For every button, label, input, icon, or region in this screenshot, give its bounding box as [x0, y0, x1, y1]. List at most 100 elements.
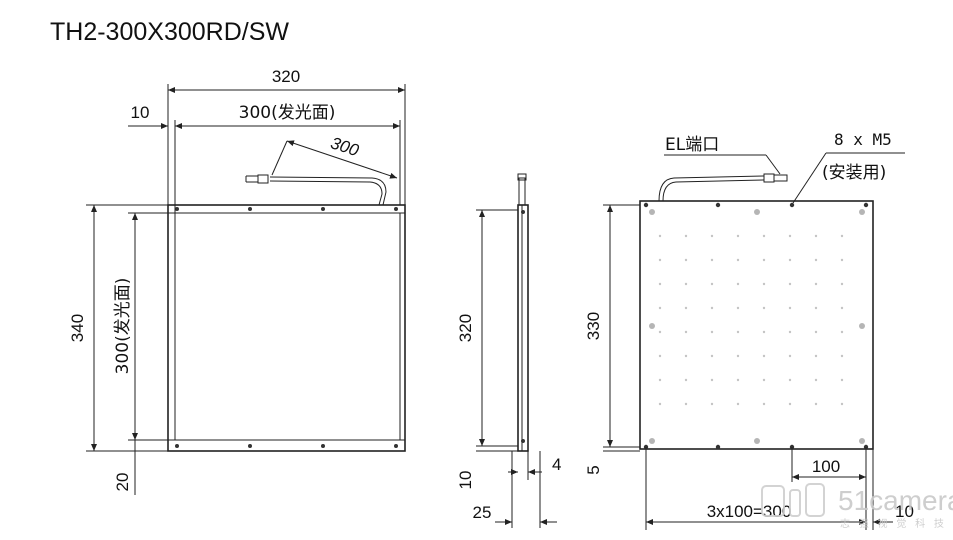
grid-dot — [788, 234, 792, 238]
watermark-brand: 51camera — [838, 485, 953, 516]
front-cable — [245, 174, 387, 206]
grid-dot — [710, 354, 714, 358]
grid-dot — [736, 402, 740, 406]
grid-dot — [788, 330, 792, 334]
side-dim-depth: 25 — [473, 503, 492, 522]
grid-dot — [710, 402, 714, 406]
back-dim-hole-span: 3x100=300 — [707, 502, 792, 521]
grid-dot — [736, 378, 740, 382]
grid-dot — [762, 282, 766, 286]
back-view: EL端口 8 x M5 (安装用) 330 5 100 3x100=300 10 — [584, 130, 914, 530]
dim-emitting-height: 300(发光面) — [113, 278, 133, 375]
dim-bottom-margin: 20 — [113, 473, 132, 492]
grid-dot — [684, 402, 688, 406]
grid-dot — [710, 234, 714, 238]
grid-dot — [840, 330, 844, 334]
back-plate — [639, 200, 874, 450]
grid-dot — [814, 378, 818, 382]
grid-dot — [814, 354, 818, 358]
grid-dot — [658, 354, 662, 358]
back-dim-height: 330 — [584, 312, 603, 340]
back-dim-edge-offset: 10 — [895, 502, 914, 521]
grid-dot — [840, 354, 844, 358]
grid-dot — [788, 258, 792, 262]
dim-emitting-width: 300(发光面) — [239, 103, 336, 123]
back-corner-dots — [649, 209, 865, 444]
grid-dot — [710, 282, 714, 286]
grid-dot — [658, 378, 662, 382]
grid-dot — [684, 306, 688, 310]
grid-dot — [788, 378, 792, 382]
grid-dot — [788, 354, 792, 358]
grid-dot — [684, 234, 688, 238]
grid-dot — [814, 306, 818, 310]
back-grid-dots — [658, 234, 844, 406]
grid-dot — [736, 354, 740, 358]
grid-dot — [814, 258, 818, 262]
front-rail-holes — [175, 207, 398, 448]
grid-dot — [840, 258, 844, 262]
back-port-label: EL端口 — [665, 135, 719, 155]
dim-overall-width: 320 — [272, 67, 300, 86]
grid-dot — [840, 402, 844, 406]
grid-dot — [658, 306, 662, 310]
back-mount-holes-label: 8 x M5 — [834, 130, 892, 149]
grid-dot — [762, 234, 766, 238]
grid-dot — [658, 330, 662, 334]
grid-dot — [762, 306, 766, 310]
grid-dot — [840, 306, 844, 310]
grid-dot — [814, 330, 818, 334]
grid-dot — [710, 258, 714, 262]
back-dim-pitch: 100 — [812, 457, 840, 476]
grid-dot — [736, 258, 740, 262]
drawing-title: TH2-300X300RD/SW — [50, 18, 289, 46]
front-emitting-area — [174, 212, 401, 441]
back-cable — [658, 173, 788, 202]
back-mount-holes — [643, 202, 869, 450]
grid-dot — [736, 234, 740, 238]
grid-dot — [762, 330, 766, 334]
side-dim-bottom-offset: 10 — [456, 471, 475, 490]
side-body — [517, 204, 529, 452]
grid-dot — [788, 282, 792, 286]
grid-dot — [684, 282, 688, 286]
grid-dot — [684, 354, 688, 358]
side-view: 320 10 4 25 — [456, 173, 561, 528]
grid-dot — [684, 330, 688, 334]
grid-dot — [840, 282, 844, 286]
dim-overall-height: 340 — [68, 314, 87, 342]
front-view: 320 300(发光面) 10 300 340 300(发光面) — [68, 67, 406, 495]
grid-dot — [684, 378, 688, 382]
grid-dot — [736, 282, 740, 286]
grid-dot — [658, 282, 662, 286]
grid-dot — [788, 402, 792, 406]
front-outer-frame — [167, 204, 406, 452]
side-dim-height: 320 — [456, 314, 475, 342]
grid-dot — [840, 234, 844, 238]
grid-dot — [814, 234, 818, 238]
grid-dot — [736, 306, 740, 310]
grid-dot — [762, 378, 766, 382]
watermark-tagline: 志 强 视 觉 科 技 — [840, 517, 947, 530]
watermark: 51camera 志 强 视 觉 科 技 — [761, 483, 953, 530]
grid-dot — [710, 330, 714, 334]
grid-dot — [658, 402, 662, 406]
grid-dot — [684, 258, 688, 262]
grid-dot — [658, 258, 662, 262]
dim-side-margin: 10 — [131, 103, 150, 122]
watermark-logo-icon — [761, 485, 785, 517]
grid-dot — [814, 282, 818, 286]
grid-dot — [736, 330, 740, 334]
grid-dot — [762, 258, 766, 262]
back-mount-purpose: (安装用) — [822, 163, 886, 183]
grid-dot — [762, 402, 766, 406]
back-dim-bottom-offset: 5 — [584, 465, 603, 474]
grid-dot — [788, 306, 792, 310]
grid-dot — [814, 402, 818, 406]
grid-dot — [762, 354, 766, 358]
grid-dot — [840, 378, 844, 382]
side-dim-thickness: 4 — [552, 455, 561, 474]
grid-dot — [658, 234, 662, 238]
grid-dot — [710, 306, 714, 310]
